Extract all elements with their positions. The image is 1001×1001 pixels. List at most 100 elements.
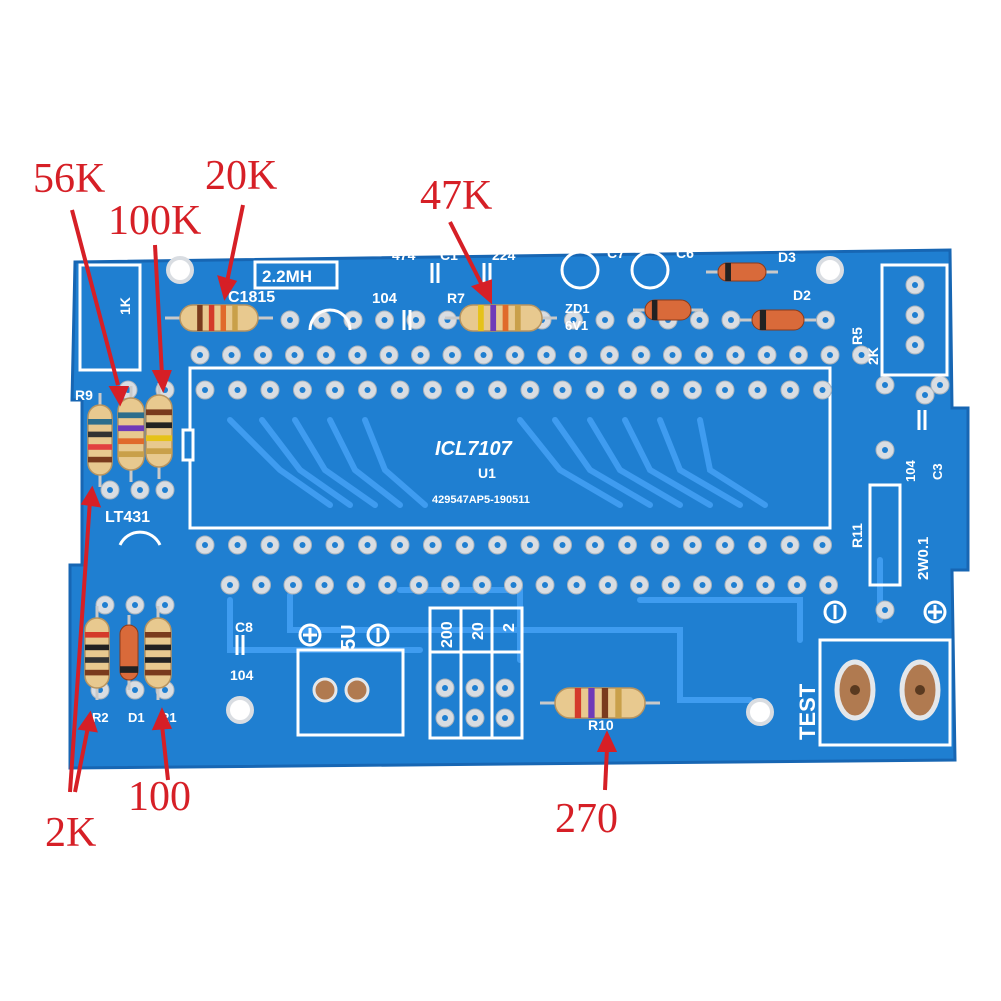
callout-56k: 56K xyxy=(33,156,106,202)
solder-hole xyxy=(689,387,696,393)
resistor-100 xyxy=(144,606,172,700)
solder-hole xyxy=(417,352,424,358)
solder-hole xyxy=(386,352,392,358)
solder-hole xyxy=(922,392,928,398)
resistor-band xyxy=(145,632,171,638)
solder-hole xyxy=(602,317,608,323)
solder-hole xyxy=(912,312,918,318)
arrow-270 xyxy=(603,747,609,791)
resistor-band xyxy=(88,444,112,450)
d1-label: D1 xyxy=(128,710,145,725)
solder-hole xyxy=(636,582,643,588)
diode-d3 xyxy=(706,262,778,282)
solder-hole xyxy=(605,582,611,588)
chip-ref-label: U1 xyxy=(478,465,496,481)
solder-hole xyxy=(542,582,548,588)
solder-hole xyxy=(332,542,338,548)
solder-hole xyxy=(722,387,728,393)
solder-hole xyxy=(462,387,468,393)
solder-hole xyxy=(299,542,306,548)
power-connector-pad xyxy=(344,677,370,703)
solder-hole xyxy=(413,317,419,323)
solder-hole xyxy=(480,352,487,358)
solder-hole xyxy=(573,582,580,588)
resistor-band xyxy=(514,305,521,331)
solder-hole xyxy=(479,582,485,588)
solder-hole xyxy=(570,317,577,323)
diode-zd1 xyxy=(633,299,703,321)
c3-label: C3 xyxy=(930,463,945,480)
solder-hole xyxy=(494,387,501,393)
resistor-body xyxy=(145,394,173,468)
arrow-100k xyxy=(153,244,164,376)
chip-code-label: 429547AP5-190511 xyxy=(432,494,530,506)
solder-hole xyxy=(287,317,293,323)
resistor-band xyxy=(478,305,484,331)
solder-hole xyxy=(638,352,644,358)
solder-hole xyxy=(291,352,298,358)
solder-hole xyxy=(132,687,138,693)
solder-hole xyxy=(606,352,613,358)
resistor-47k xyxy=(445,304,557,332)
solder-hole xyxy=(689,542,696,548)
solder-hole xyxy=(364,387,371,393)
solder-hole xyxy=(416,582,422,588)
solder-hole xyxy=(321,582,328,588)
silkscreen-outlines xyxy=(78,250,952,747)
solder-hole xyxy=(162,687,168,693)
solder-hole xyxy=(657,542,663,548)
c1-label: C1 xyxy=(440,247,458,263)
arrow-47k xyxy=(448,221,485,288)
resistor-band xyxy=(85,632,109,638)
resistor-body xyxy=(459,304,543,332)
solder-hole xyxy=(510,582,517,588)
solder-hole xyxy=(258,582,265,588)
solder-hole xyxy=(472,685,478,691)
resistor-band xyxy=(145,644,171,651)
resistor-body xyxy=(179,304,259,332)
solder-hole xyxy=(494,542,501,548)
solder-hole xyxy=(323,352,329,358)
r11-label: R11 xyxy=(849,523,865,548)
solder-hole xyxy=(728,317,734,323)
resistor-band xyxy=(146,422,172,429)
resistor-20k xyxy=(165,304,273,332)
solder-hole xyxy=(290,582,296,588)
solder-hole xyxy=(299,387,306,393)
solder-hole xyxy=(882,382,888,388)
resistor-body xyxy=(554,687,646,719)
solder-hole xyxy=(937,382,943,388)
solder-hole xyxy=(350,317,356,323)
resistor-body xyxy=(144,617,172,689)
solder-hole xyxy=(162,487,168,493)
r5-label: R5 xyxy=(849,327,865,345)
resistor-band xyxy=(88,456,112,463)
solder-hole xyxy=(559,542,566,548)
callout-270: 270 xyxy=(555,796,618,842)
solder-hole xyxy=(234,542,241,548)
resistor-band xyxy=(220,305,227,331)
solder-hole xyxy=(202,387,208,393)
callout-100: 100 xyxy=(128,774,191,820)
r5-value-label: 2K xyxy=(865,347,881,365)
solder-hole xyxy=(543,352,550,358)
solder-hole xyxy=(397,387,403,393)
resistor-band xyxy=(85,644,109,651)
solder-hole xyxy=(819,387,826,393)
solder-hole xyxy=(912,342,918,348)
solder-hole xyxy=(384,582,391,588)
c224-label: 224 xyxy=(492,247,516,263)
resistor-band xyxy=(197,305,203,331)
resistor-56k xyxy=(117,386,145,482)
solder-hole xyxy=(701,352,707,358)
r11-value-label: 2W0.1 xyxy=(915,537,932,580)
solder-hole xyxy=(447,582,454,588)
pcb-board xyxy=(68,248,970,770)
solder-hole xyxy=(795,352,802,358)
solder-hole xyxy=(332,387,338,393)
r9-label: R9 xyxy=(75,387,93,403)
solder-hole xyxy=(657,387,663,393)
d2-label: D2 xyxy=(793,287,811,303)
solder-hole xyxy=(234,387,241,393)
